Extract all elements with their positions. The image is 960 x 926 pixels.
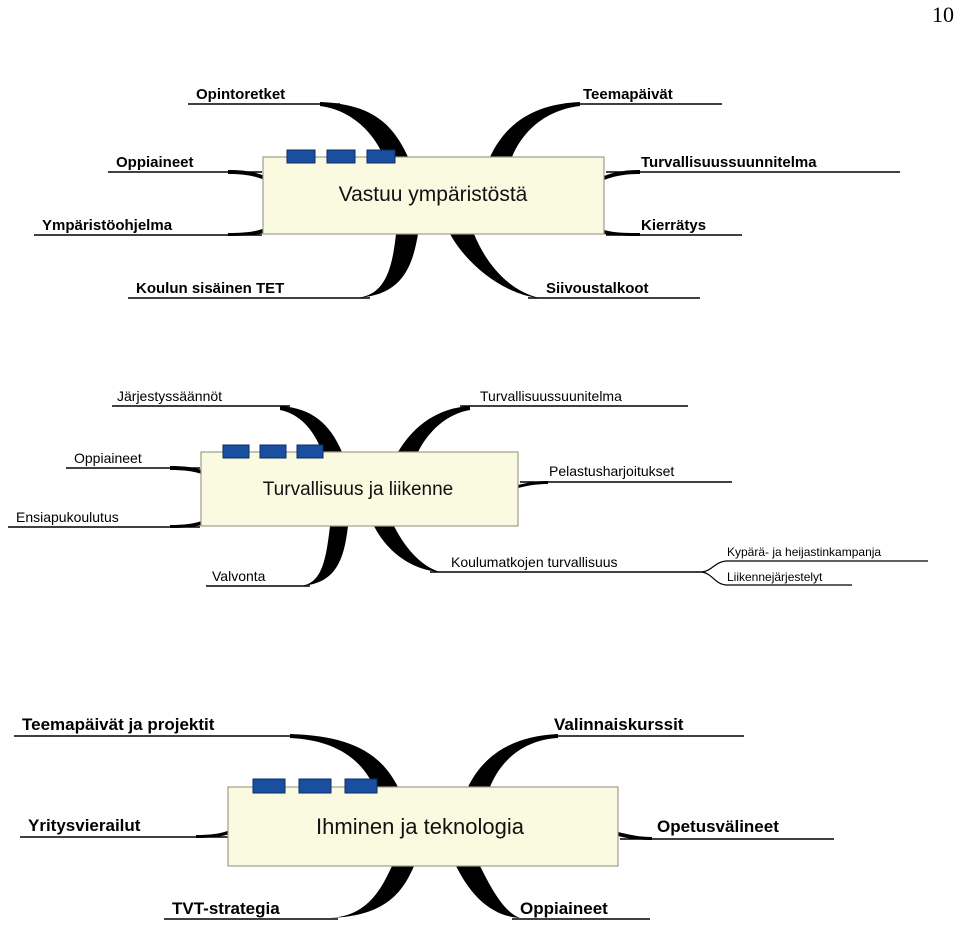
branch-label: Ympäristöohjelma [42, 217, 173, 234]
connector-teemapaivat [490, 102, 580, 157]
branch-label: Turvallisuussuunnitelma [641, 154, 817, 171]
branch-label: Oppiaineet [74, 450, 142, 466]
sub-branch-label: Kypärä- ja heijastinkampanja [727, 545, 881, 559]
branch-label: TVT-strategia [172, 899, 280, 918]
branch-label: Ensiapukoulutus [16, 509, 119, 525]
branch-label: Koulun sisäinen TET [136, 280, 284, 297]
central-topic-box [200, 451, 519, 527]
connector-opintoretket [320, 102, 408, 157]
connector-valinnaiskurssit [468, 734, 558, 787]
connector-oppiaineet-3 [456, 866, 520, 918]
topic-tabs [286, 149, 396, 164]
branch-label: Yritysvierailut [28, 816, 141, 835]
branch-label: Oppiaineet [520, 899, 608, 918]
connector-koulumatkojen [374, 526, 440, 572]
connector-tvt-strategia [330, 866, 414, 918]
branch-label: Opetusvälineet [657, 817, 779, 836]
connector-ymparistoohjelma [228, 228, 265, 236]
topic-tabs [222, 444, 324, 459]
connector-oppiaineet-2 [170, 466, 202, 474]
branch-label: Koulumatkojen turvallisuus [451, 554, 618, 570]
branch-label: Turvallisuussuunitelma [480, 388, 622, 404]
connector-pelastusharjoitukset [518, 481, 548, 488]
connector-turvallisuussuunitelma [398, 406, 470, 452]
branch-label: Oppiaineet [116, 154, 194, 171]
page-number: 10 [932, 2, 954, 27]
branch-label: Kierrätys [641, 217, 706, 234]
central-topic-box [262, 156, 605, 235]
central-topic-label: Turvallisuus ja liikenne [263, 479, 453, 500]
sub-branch-label: Liikennejärjestelyt [727, 570, 823, 584]
central-topic-label: Vastuu ympäristöstä [339, 183, 528, 206]
branch-label: Pelastusharjoitukset [549, 463, 674, 479]
branch-label: Teemapäivät [583, 86, 673, 103]
branch-label: Opintoretket [196, 86, 285, 103]
sub-connector-liikennejarjestelyt [699, 571, 852, 586]
branch-label: Valinnaiskurssit [554, 715, 684, 734]
connector-valvonta [300, 526, 348, 586]
connector-ensiapukoulutus [170, 521, 202, 528]
branch-label: Järjestyssäännöt [117, 388, 222, 404]
mind-map-3: Ihminen ja teknologia Teemapäivät ja pro… [14, 715, 834, 920]
central-topic-box [227, 786, 619, 867]
sub-connector-kyparä [699, 560, 928, 573]
connector-koulun-tet [355, 234, 418, 298]
branch-label: Teemapäivät ja projektit [22, 715, 215, 734]
connector-yritysvierailut [196, 830, 230, 838]
topic-tabs [252, 778, 378, 794]
connector-jarjestyssaannot [280, 406, 342, 452]
mind-map-1: Vastuu ympäristöstä Opintoretket Oppiain… [34, 86, 900, 299]
mind-map-2: Turvallisuus ja liikenne Järjestyssäännö… [8, 388, 928, 587]
connector-opetusvalineet [618, 832, 652, 840]
connector-teemapaivat-projektit [290, 734, 398, 787]
branch-label: Valvonta [212, 568, 266, 584]
connector-siivoustalkoot [450, 234, 540, 298]
central-topic-label: Ihminen ja teknologia [316, 814, 525, 839]
branch-label: Siivoustalkoot [546, 280, 649, 297]
